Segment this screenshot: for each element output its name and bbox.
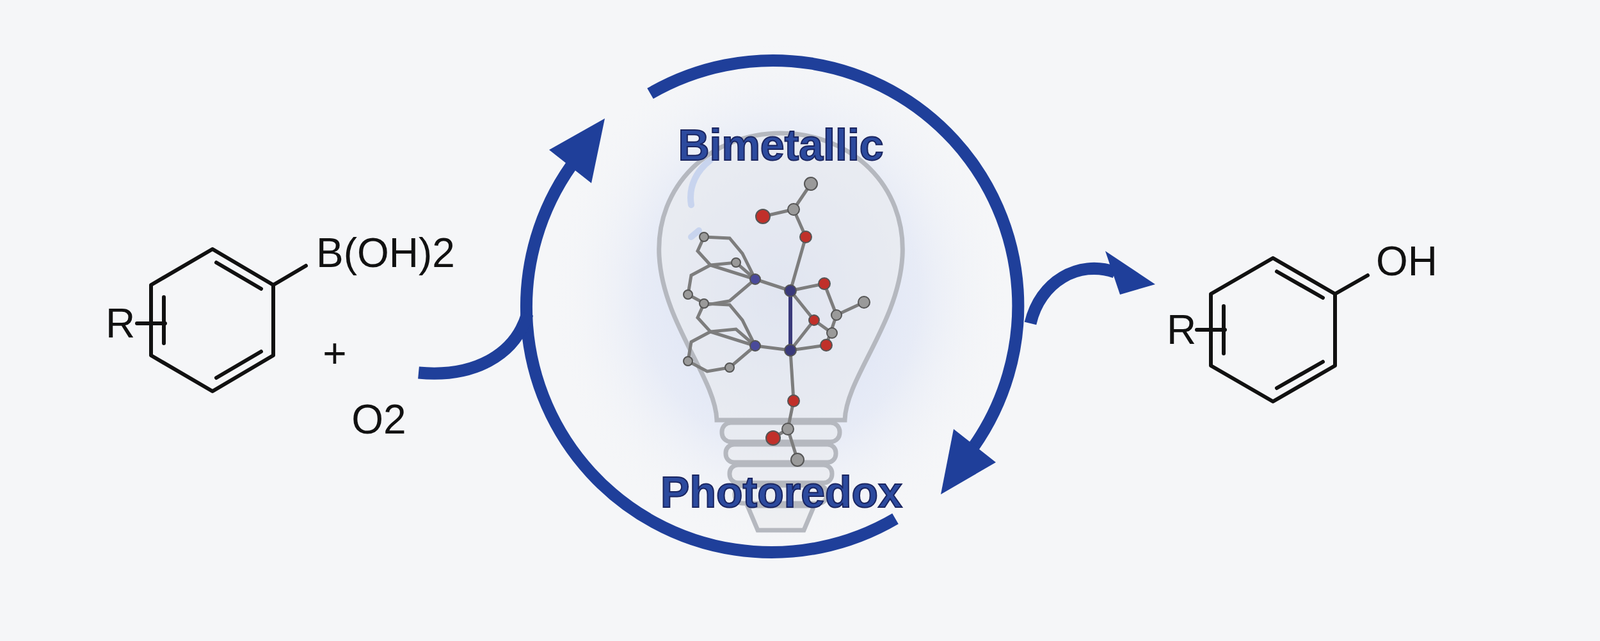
phenol-ring xyxy=(1276,361,1323,388)
cycle-arrows xyxy=(1030,268,1115,324)
bulb-highlight xyxy=(691,230,699,237)
molecule-atoms xyxy=(818,277,831,290)
cycle-arrows xyxy=(418,313,528,374)
benzene-ring xyxy=(273,265,306,285)
phenol-ring xyxy=(1335,275,1368,294)
molecule-atoms xyxy=(699,232,709,242)
plus-sign: + xyxy=(322,332,347,374)
molecule-atoms xyxy=(755,209,770,224)
phenol-ring xyxy=(1196,257,1368,402)
benzene-ring xyxy=(216,262,262,289)
molecule-atoms xyxy=(750,273,761,285)
substituent-label: R xyxy=(1166,309,1197,351)
phenol-ring xyxy=(1210,257,1336,402)
phenol-ring xyxy=(1276,271,1323,298)
molecule-atoms xyxy=(787,203,800,216)
cycle-label: Bimetallic xyxy=(677,122,884,167)
molecule-atoms xyxy=(750,340,761,351)
molecule-bonds xyxy=(697,236,756,280)
light-bulb xyxy=(725,444,836,463)
molecule-bonds xyxy=(697,303,756,346)
molecule-atoms xyxy=(683,177,870,466)
molecule-bonds xyxy=(688,264,756,305)
molecule-bonds xyxy=(688,331,756,372)
substituent-label: R xyxy=(105,302,136,344)
arrow-heads xyxy=(1105,250,1156,295)
molecule-bonds xyxy=(688,183,864,460)
bulb-glow xyxy=(550,38,1012,551)
molecule-atoms xyxy=(683,356,693,366)
molecule-atoms xyxy=(766,430,781,445)
molecule-bonds xyxy=(790,350,794,401)
formula-label: B(OH)2 xyxy=(316,232,456,274)
benzene-ring xyxy=(151,248,274,392)
molecule-atoms xyxy=(784,344,797,356)
molecule-atoms xyxy=(791,453,804,466)
cycle-label: Photoredox xyxy=(660,469,903,514)
bulb-highlight xyxy=(690,160,711,205)
arrow-heads xyxy=(940,428,996,495)
cycle-arrows xyxy=(418,60,1115,552)
bulb-highlight xyxy=(690,160,711,237)
molecule-atoms xyxy=(804,177,818,191)
molecule-atoms xyxy=(831,309,842,320)
molecule-atoms xyxy=(808,314,820,326)
arrow-heads xyxy=(549,118,1156,495)
arrow-heads xyxy=(549,118,605,184)
molecule-atoms xyxy=(800,231,812,243)
molecule-atoms xyxy=(699,298,709,308)
molecule-atoms xyxy=(731,257,741,267)
molecule-atoms xyxy=(858,296,870,308)
benzene-ring xyxy=(149,307,153,340)
formula-label: OH xyxy=(1376,240,1438,282)
benzene-ring xyxy=(136,248,306,392)
molecule-bonds xyxy=(790,236,806,291)
molecule-atoms xyxy=(820,339,832,351)
molecule-atoms xyxy=(683,289,693,299)
light-bulb xyxy=(659,133,904,420)
phenol-ring xyxy=(1208,313,1213,346)
molecule-atoms xyxy=(784,284,797,297)
benzene-ring xyxy=(216,351,262,378)
benzene-ring xyxy=(161,296,166,344)
molecule-atoms xyxy=(787,394,800,407)
molecule-bonds xyxy=(788,290,793,351)
cycle-arrows xyxy=(650,60,1019,447)
molecule-atoms xyxy=(782,423,794,435)
molecule-atoms xyxy=(826,327,838,338)
molecule-atoms xyxy=(725,362,735,372)
light-bulb xyxy=(721,422,840,442)
light-bulb xyxy=(659,133,904,530)
reagent-label: O2 xyxy=(351,398,406,440)
